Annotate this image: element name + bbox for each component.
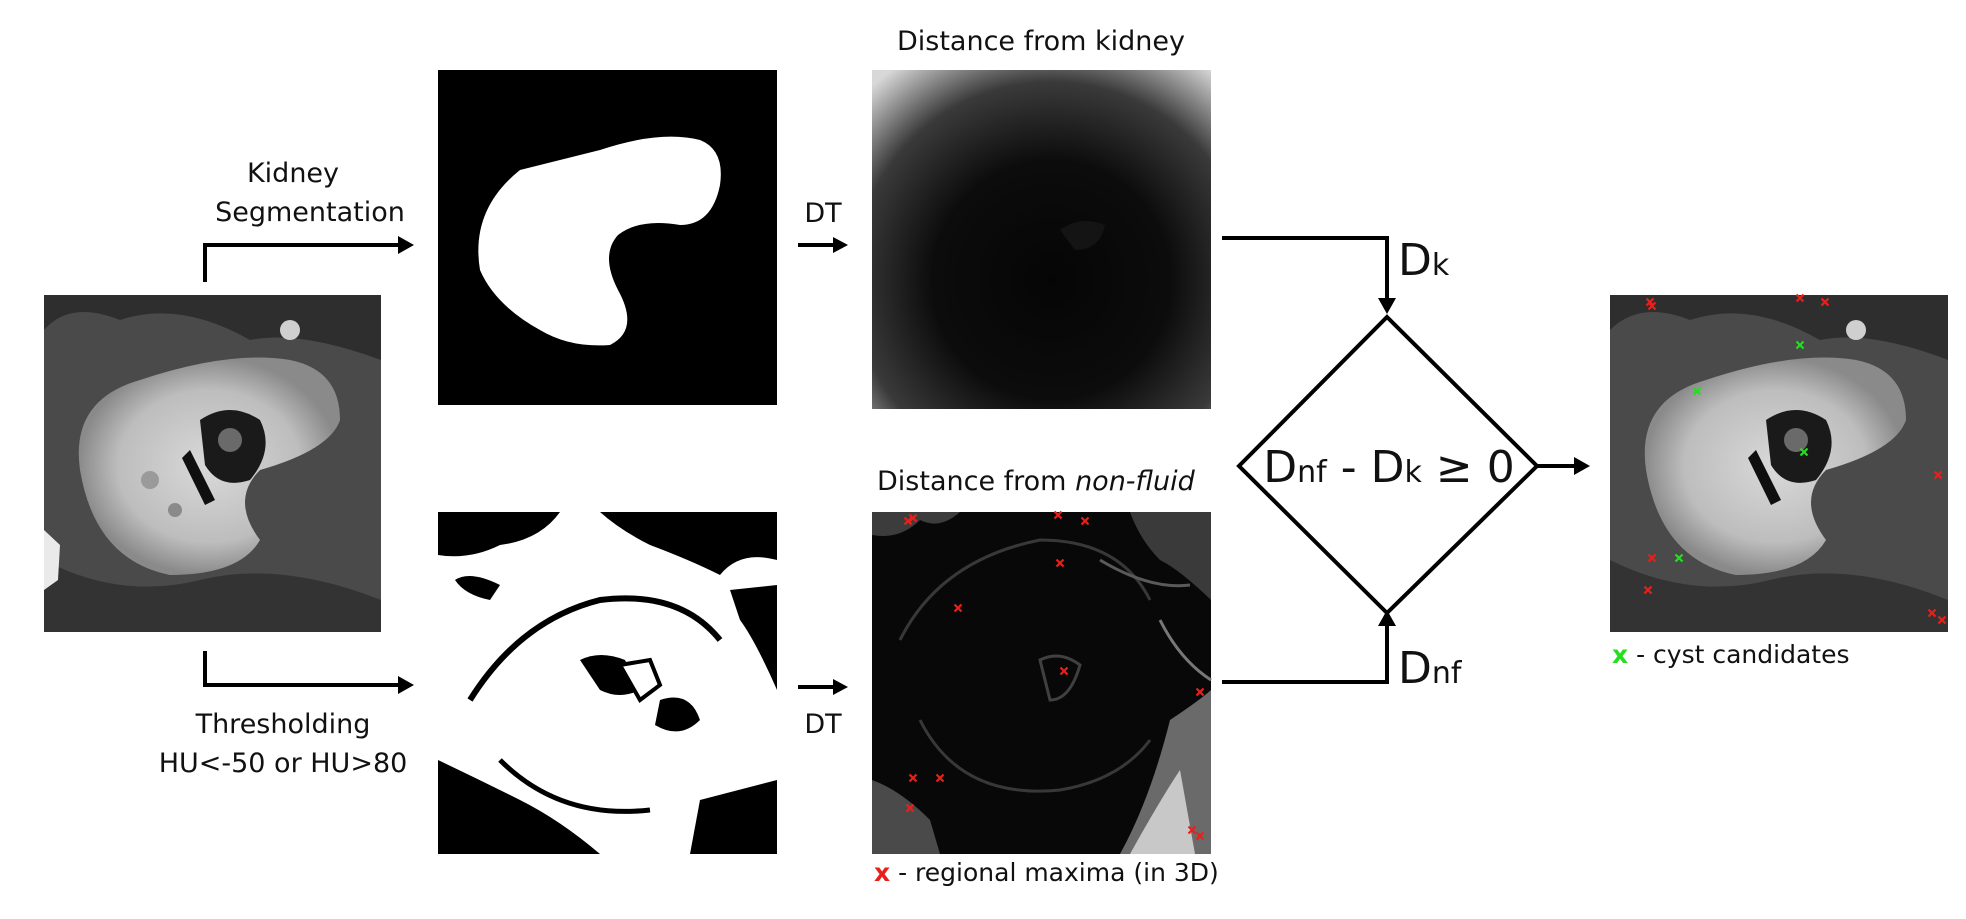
cyst-legend: x - cyst candidates — [1612, 640, 1850, 669]
cyst-candidate-mark — [1674, 553, 1684, 563]
cyst-legend-marker: x — [1612, 640, 1628, 669]
thr-label-line2: HU<-50 or HU>80 — [159, 748, 408, 779]
regional-maximum-mark — [953, 603, 963, 613]
dk-input-label: Dk — [1398, 235, 1450, 286]
regional-maximum-mark — [935, 773, 945, 783]
distance-nonfluid-image — [872, 512, 1212, 854]
distance-nonfluid-prefix: Distance from — [877, 466, 1075, 497]
distance-nonfluid-emph: non-fluid — [1075, 466, 1196, 497]
regional-maximum-mark — [1937, 615, 1947, 625]
decision-relation: ≥ 0 — [1422, 442, 1515, 493]
decision-minus: - — [1327, 442, 1371, 493]
dt-top-label: DT — [804, 198, 842, 229]
dt-bottom-arrow — [798, 679, 848, 695]
maxima-legend-text: - regional maxima (in 3D) — [890, 858, 1219, 887]
thr-label-line1: Thresholding — [195, 709, 371, 740]
regional-maximum-mark — [1927, 608, 1937, 618]
maxima-legend: x - regional maxima (in 3D) — [874, 858, 1219, 887]
regional-maximum-mark — [1059, 666, 1069, 676]
output-ct-image — [1610, 295, 1948, 632]
dk-input-d: D — [1398, 235, 1432, 286]
output-arrow — [1537, 457, 1590, 475]
regional-maximum-mark — [908, 513, 918, 523]
regional-maximum-mark — [1647, 553, 1657, 563]
input-ct-image — [44, 295, 381, 632]
regional-maximum-mark — [1643, 585, 1653, 595]
dnf-input-label: Dnf — [1398, 643, 1463, 694]
regional-maximum-mark — [1647, 301, 1657, 311]
cyst-candidate-mark — [1795, 340, 1805, 350]
dt-top-arrow — [798, 237, 848, 253]
dk-connector — [1222, 236, 1396, 314]
regional-maximum-mark — [905, 803, 915, 813]
dk-input-sub: k — [1432, 248, 1450, 283]
thresholding-arrow — [203, 651, 414, 694]
decision-nf: nf — [1297, 455, 1328, 490]
regional-maximum-mark — [1195, 831, 1205, 841]
seg-label-line2: Segmentation — [215, 197, 405, 228]
regional-maximum-mark — [1080, 516, 1090, 526]
distance-nonfluid-title: Distance from non-fluid — [877, 466, 1196, 497]
dnf-input-d: D — [1398, 643, 1432, 694]
cyst-candidate-mark — [1799, 447, 1809, 457]
cyst-candidate-markers — [1643, 293, 1947, 625]
regional-maximum-mark — [1795, 293, 1805, 303]
regional-maximum-mark — [1055, 558, 1065, 568]
seg-label-line1: Kidney — [247, 158, 339, 189]
cyst-candidate-mark — [1692, 386, 1702, 396]
regional-maximum-mark — [1820, 297, 1830, 307]
regional-maximum-mark — [908, 773, 918, 783]
cyst-legend-text: - cyst candidates — [1628, 640, 1849, 669]
dnf-input-sub: nf — [1432, 656, 1463, 691]
distance-kidney-image — [872, 70, 1211, 409]
regional-maxima-markers — [903, 510, 1205, 841]
regional-maximum-mark — [903, 516, 913, 526]
decision-diamond — [1236, 314, 1540, 616]
dnf-connector — [1222, 610, 1396, 684]
decision-d2: D — [1371, 442, 1405, 493]
dt-bottom-label: DT — [804, 709, 842, 740]
regional-maximum-mark — [1053, 510, 1063, 520]
threshold-mask-image — [438, 512, 777, 854]
regional-maximum-mark — [1933, 470, 1943, 480]
maxima-legend-marker: x — [874, 858, 890, 887]
kidney-segmentation-arrow — [203, 236, 414, 282]
decision-condition: Dnf - Dk ≥ 0 — [1263, 442, 1514, 493]
distance-kidney-title: Distance from kidney — [897, 26, 1185, 57]
decision-d1: D — [1263, 442, 1297, 493]
decision-k: k — [1405, 455, 1423, 490]
regional-maximum-mark — [1195, 687, 1205, 697]
kidney-mask-image — [438, 70, 777, 405]
regional-maximum-mark — [1187, 825, 1197, 835]
